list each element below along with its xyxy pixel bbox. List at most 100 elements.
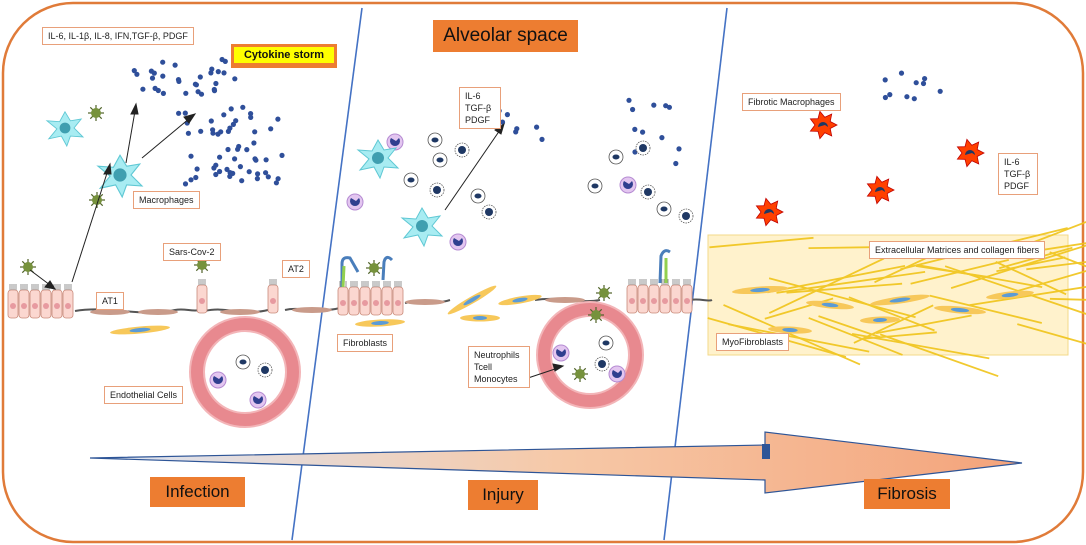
cytokine-dot (265, 174, 271, 180)
collagen-fiber (1026, 261, 1086, 271)
myofibroblast (768, 326, 812, 334)
at2-cell (670, 279, 682, 314)
fibrotic-macrophage (809, 110, 838, 140)
cytokine-dot (239, 178, 245, 184)
cytokine-dot (244, 147, 250, 153)
monocyte (619, 176, 637, 194)
fibroblasts-label: Fibroblasts (337, 334, 394, 352)
cytokine-dot (160, 59, 166, 65)
virus-particle (194, 257, 210, 273)
at1-cell (405, 299, 445, 305)
neutrophil (432, 152, 448, 168)
macrophage-cells (45, 110, 444, 248)
cytokine-dot (898, 70, 905, 76)
cytokine-dot (937, 88, 943, 94)
t-cell (594, 356, 610, 372)
cytokine-dot (151, 70, 157, 76)
cytokine-dot (172, 62, 178, 68)
collagen-fiber (1008, 270, 1086, 295)
cytokine-dot (499, 119, 506, 125)
cytokine-dot (676, 146, 682, 152)
cytokine-storm-text: Cytokine storm (234, 47, 334, 63)
receptor-icons (340, 249, 671, 288)
cytokine-dot (134, 71, 140, 77)
fibrotic-macrophages-label: Fibrotic Macrophages (742, 93, 841, 111)
cytokine-dot (221, 112, 227, 118)
cytokine-dot (659, 135, 665, 141)
collagen-fiber (875, 314, 972, 335)
tgfb-fibrosis-text: TGF-β (1004, 169, 1031, 179)
cytokine-dot (175, 77, 182, 83)
cytokine-dot (255, 171, 261, 177)
at2-cell (626, 279, 638, 314)
at2-cell (51, 284, 63, 319)
sars-cov-2-label: Sars-Cov-2 (163, 243, 221, 261)
tcell-text: Tcell (474, 362, 493, 372)
neutrophil (427, 132, 443, 148)
at1-cell (138, 309, 178, 315)
cytokine-dot (213, 162, 219, 168)
stage-fibrosis: Fibrosis (864, 479, 950, 509)
cytokine-dot (640, 129, 646, 135)
cytokine-dot (215, 69, 221, 75)
cytokine-dot (248, 111, 254, 117)
monocyte (249, 391, 267, 409)
myofibroblast (860, 316, 900, 324)
t-cell (429, 182, 445, 198)
at2-cell (681, 279, 693, 314)
cytokine-dot (673, 160, 679, 167)
myofibroblast (870, 294, 930, 306)
cytokine-dot (131, 68, 137, 74)
cytokines-injury-label: IL-6 TGF-β PDGF (459, 87, 501, 129)
pdgf-fibrosis-text: PDGF (1004, 181, 1030, 191)
cytokine-dot (240, 104, 246, 110)
cytokine-dot (197, 74, 203, 80)
cytokines-infection-label: IL-6, IL-1β, IL-8, IFN,TGF-β, PDGF (42, 27, 194, 45)
cytokine-dot (213, 80, 219, 87)
cytokine-dot (221, 70, 227, 76)
cytokine-dot (194, 166, 200, 172)
cytokine-dot (663, 103, 669, 109)
fibroblast (498, 294, 542, 306)
cytokine-dot (882, 77, 888, 83)
t-cell (481, 204, 497, 220)
virus-particle (20, 259, 36, 275)
fibroblast (447, 285, 497, 315)
il6-fibrosis-text: IL-6 (1004, 157, 1020, 167)
myofibroblast (732, 285, 788, 295)
cytokine-dot (149, 75, 156, 81)
cytokine-dot (224, 166, 230, 172)
cytokine-dot (213, 171, 219, 178)
fibroblast-cells (110, 285, 1034, 335)
collagen-fiber (768, 257, 885, 314)
cytokine-dot (193, 174, 199, 181)
at2-cell (196, 279, 208, 314)
macrophage (356, 138, 400, 180)
neutrophil (403, 172, 419, 188)
myofibroblast (934, 305, 986, 315)
at2-cell (18, 284, 30, 319)
cytokine-dot (922, 76, 928, 82)
macrophage (96, 154, 144, 199)
cytokine-dot (232, 76, 238, 82)
collagen-fiber (1017, 323, 1086, 345)
cytokine-dot (210, 127, 216, 133)
cytokine-dot (225, 128, 231, 134)
cytokine-dot (230, 170, 236, 176)
cytokine-dot (233, 118, 239, 124)
cytokine-dot (882, 94, 889, 101)
cytokines-fibrosis-label: IL-6 TGF-β PDGF (998, 153, 1038, 195)
cytokine-dot (225, 146, 231, 153)
collagen-fiber (879, 333, 999, 378)
immune-cells (209, 132, 694, 409)
cytokine-dot (182, 110, 188, 116)
cytokine-dot (887, 92, 893, 98)
cytokine-dot (279, 152, 285, 158)
collagen-fiber (709, 236, 814, 249)
endothelial-cells-label: Endothelial Cells (104, 386, 184, 404)
virus-particle (88, 105, 104, 121)
virus-particle (596, 285, 612, 301)
fibrotic-macrophage (956, 138, 985, 168)
cytokine-dot (251, 140, 257, 146)
